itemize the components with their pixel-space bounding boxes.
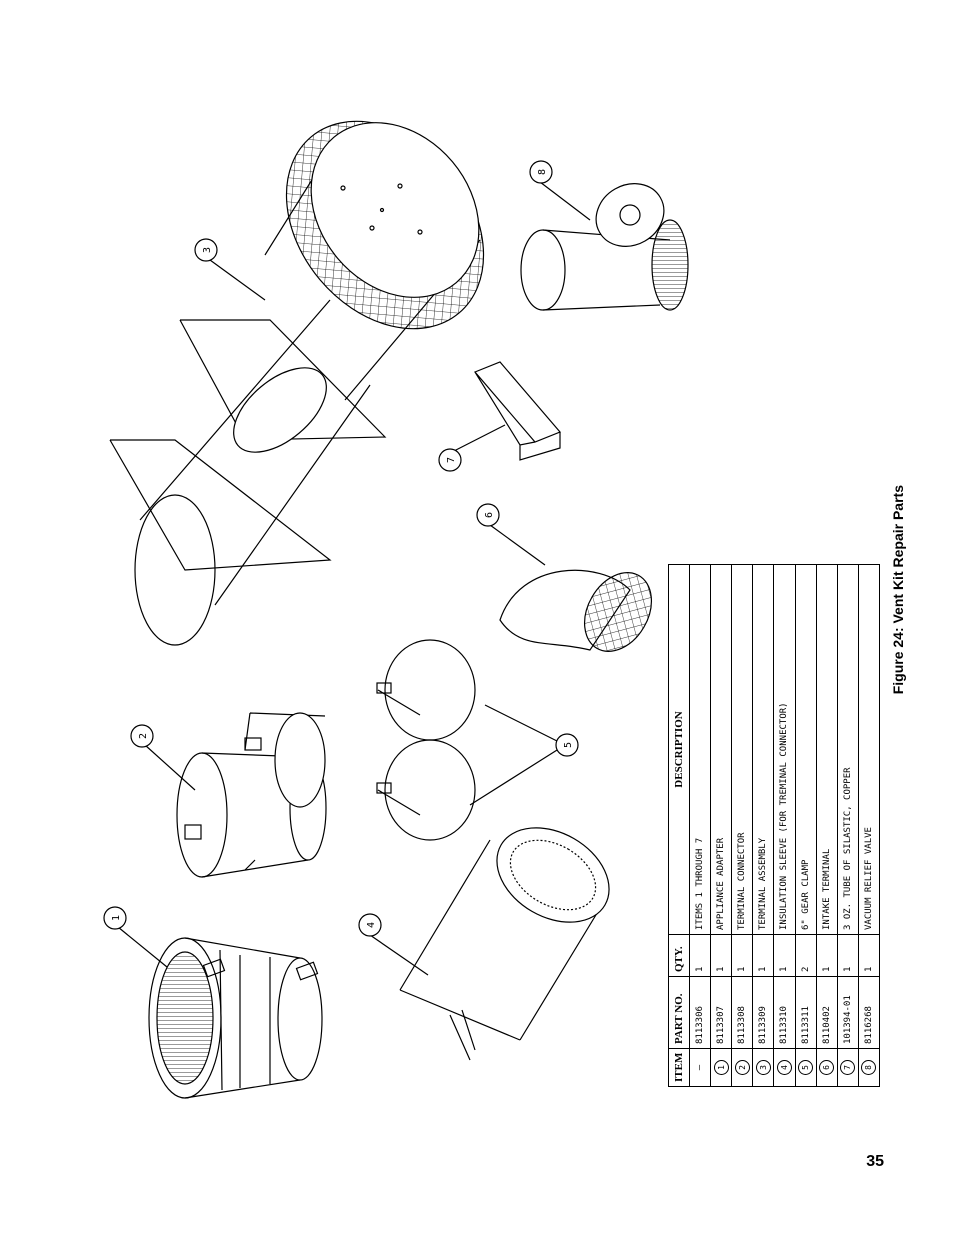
callout-6: 6 bbox=[484, 512, 495, 518]
part-4-insulation-sleeve bbox=[399, 827, 610, 1061]
quantity: 1 bbox=[837, 934, 859, 977]
table-row: — 8113306 1 ITEMS 1 THROUGH 7 bbox=[689, 564, 711, 1087]
part-6-intake-terminal bbox=[499, 569, 653, 652]
item-number: 4 bbox=[776, 1060, 792, 1075]
parts-table: ITEM PART NO. QTY. DESCRIPTION — 8113306… bbox=[668, 564, 880, 1087]
table-row: 1 8113307 1 APPLIANCE ADAPTER bbox=[710, 564, 732, 1087]
part-5-gear-clamps bbox=[376, 639, 476, 841]
header-item: ITEM bbox=[668, 1048, 690, 1087]
callout-leaders bbox=[117, 181, 591, 976]
part-number: 8113310 bbox=[773, 976, 796, 1049]
callout-5: 5 bbox=[563, 742, 574, 748]
table-row: 2 8113308 1 TERMINAL CONNECTOR bbox=[731, 564, 753, 1087]
part-number: 8113308 bbox=[731, 976, 753, 1049]
part-1-appliance-adapter bbox=[148, 937, 323, 1099]
quantity: 1 bbox=[731, 934, 753, 977]
description: ITEMS 1 THROUGH 7 bbox=[689, 564, 711, 935]
quantity: 1 bbox=[752, 934, 774, 977]
part-number: 8116268 bbox=[858, 976, 880, 1049]
part-number: 8113309 bbox=[752, 976, 774, 1049]
item-number: 1 bbox=[713, 1060, 729, 1075]
callout-4: 4 bbox=[366, 922, 377, 928]
page-number: 35 bbox=[866, 1153, 884, 1170]
part-7-silastic-tube bbox=[473, 361, 562, 461]
item-number: 7 bbox=[840, 1060, 856, 1075]
table-row: 8 8116268 1 VACUUM RELIEF VALVE bbox=[858, 564, 880, 1087]
part-8-vacuum-relief-valve bbox=[520, 183, 689, 311]
callout-2: 2 bbox=[138, 733, 149, 739]
header-part-no: PART NO. bbox=[668, 976, 690, 1049]
item-number: 3 bbox=[755, 1060, 771, 1075]
part-number: 8110402 bbox=[816, 976, 838, 1049]
part-3-terminal-assembly bbox=[109, 120, 485, 646]
table-row: 5 8113311 2 6" GEAR CLAMP bbox=[795, 564, 817, 1087]
callout-3: 3 bbox=[202, 247, 213, 253]
table-row: 4 8113310 1 INSULATION SLEEVE (FOR TREMI… bbox=[773, 564, 796, 1087]
item-number: 2 bbox=[734, 1060, 750, 1075]
quantity: 1 bbox=[816, 934, 838, 977]
description: APPLIANCE ADAPTER bbox=[710, 564, 732, 935]
quantity: 1 bbox=[710, 934, 732, 977]
description: INTAKE TERMINAL bbox=[816, 564, 838, 935]
part-number: 8113306 bbox=[689, 976, 711, 1049]
table-row: 7 101394-01 1 3 OZ. TUBE OF SILASTIC, CO… bbox=[837, 564, 859, 1087]
callout-7: 7 bbox=[446, 457, 457, 463]
figure-caption: Figure 24: Vent Kit Repair Parts bbox=[890, 485, 906, 695]
header-qty: QTY. bbox=[668, 934, 690, 977]
callout-8: 8 bbox=[537, 169, 548, 175]
table-row: 6 8110402 1 INTAKE TERMINAL bbox=[816, 564, 838, 1087]
quantity: 1 bbox=[689, 934, 711, 977]
quantity: 2 bbox=[795, 934, 817, 977]
part-2-terminal-connector bbox=[176, 712, 327, 878]
description: VACUUM RELIEF VALVE bbox=[858, 564, 880, 935]
quantity: 1 bbox=[773, 934, 796, 977]
callout-circles bbox=[103, 160, 579, 937]
item-number: 8 bbox=[861, 1060, 877, 1075]
item-number: — bbox=[689, 1048, 711, 1087]
description: 6" GEAR CLAMP bbox=[795, 564, 817, 935]
description: INSULATION SLEEVE (FOR TREMINAL CONNECTO… bbox=[773, 564, 796, 935]
table-row: 3 8113309 1 TERMINAL ASSEMBLY bbox=[752, 564, 774, 1087]
part-number: 101394-01 bbox=[837, 976, 859, 1049]
description: 3 OZ. TUBE OF SILASTIC, COPPER bbox=[837, 564, 859, 935]
table-header-row: ITEM PART NO. QTY. DESCRIPTION bbox=[668, 564, 690, 1087]
part-number: 8113307 bbox=[710, 976, 732, 1049]
description: TERMINAL CONNECTOR bbox=[731, 564, 753, 935]
description: TERMINAL ASSEMBLY bbox=[752, 564, 774, 935]
header-description: DESCRIPTION bbox=[668, 564, 690, 935]
callout-1: 1 bbox=[111, 915, 122, 921]
item-number: 5 bbox=[798, 1060, 814, 1075]
item-number: 6 bbox=[819, 1060, 835, 1075]
part-number: 8113311 bbox=[795, 976, 817, 1049]
quantity: 1 bbox=[858, 934, 880, 977]
